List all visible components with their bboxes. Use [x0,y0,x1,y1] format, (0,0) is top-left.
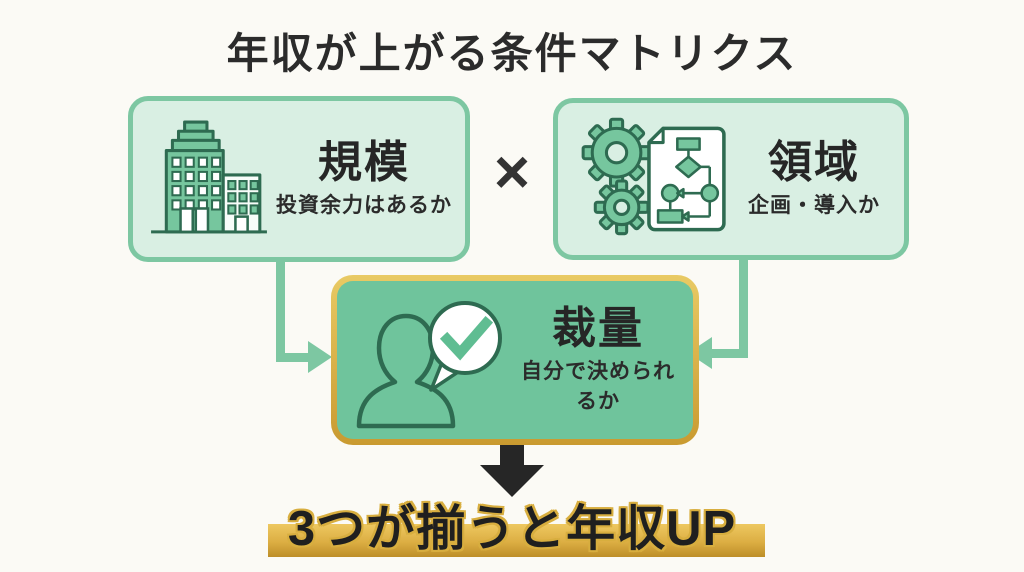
factor-subtitle-discretion: 自分で決められるか [521,359,675,413]
connector-right-vertical [739,257,748,358]
factor-box-domain: 領域 企画・導入か [553,98,909,260]
building-icon [151,120,267,234]
factor-box-discretion: 裁量 自分で決められるか [337,281,693,439]
connector-left-arrowhead-icon [308,341,332,373]
page-title: 年収が上がる条件マトリクス [226,30,798,77]
person-checkmark-icon [356,301,502,429]
factor-text-domain: 領域 企画・導入か [732,139,896,219]
factor-box-scale: 規模 投資余力はあるか [128,96,470,262]
connector-right-horizontal [712,349,748,358]
gears-flowchart-icon [581,117,726,236]
conclusion-text: 3つが揃うと年収UP [287,502,737,556]
connector-left-vertical [276,260,285,362]
factor-heading-scale: 規模 [318,138,410,188]
gold-frame: 裁量 自分で決められるか [331,275,699,445]
factor-text-scale: 規模 投資余力はあるか [271,139,457,219]
conclusion-highlight-bar [268,524,765,557]
factor-text-discretion: 裁量 自分で決められるか [511,305,685,415]
factor-heading-discretion: 裁量 [552,304,644,354]
factor-heading-domain: 領域 [768,138,860,188]
multiply-operator: × [493,138,531,207]
factor-subtitle-domain: 企画・導入か [748,193,880,217]
down-arrow-icon [480,445,544,497]
connector-left-horizontal [276,353,312,362]
factor-subtitle-scale: 投資余力はあるか [276,193,452,217]
